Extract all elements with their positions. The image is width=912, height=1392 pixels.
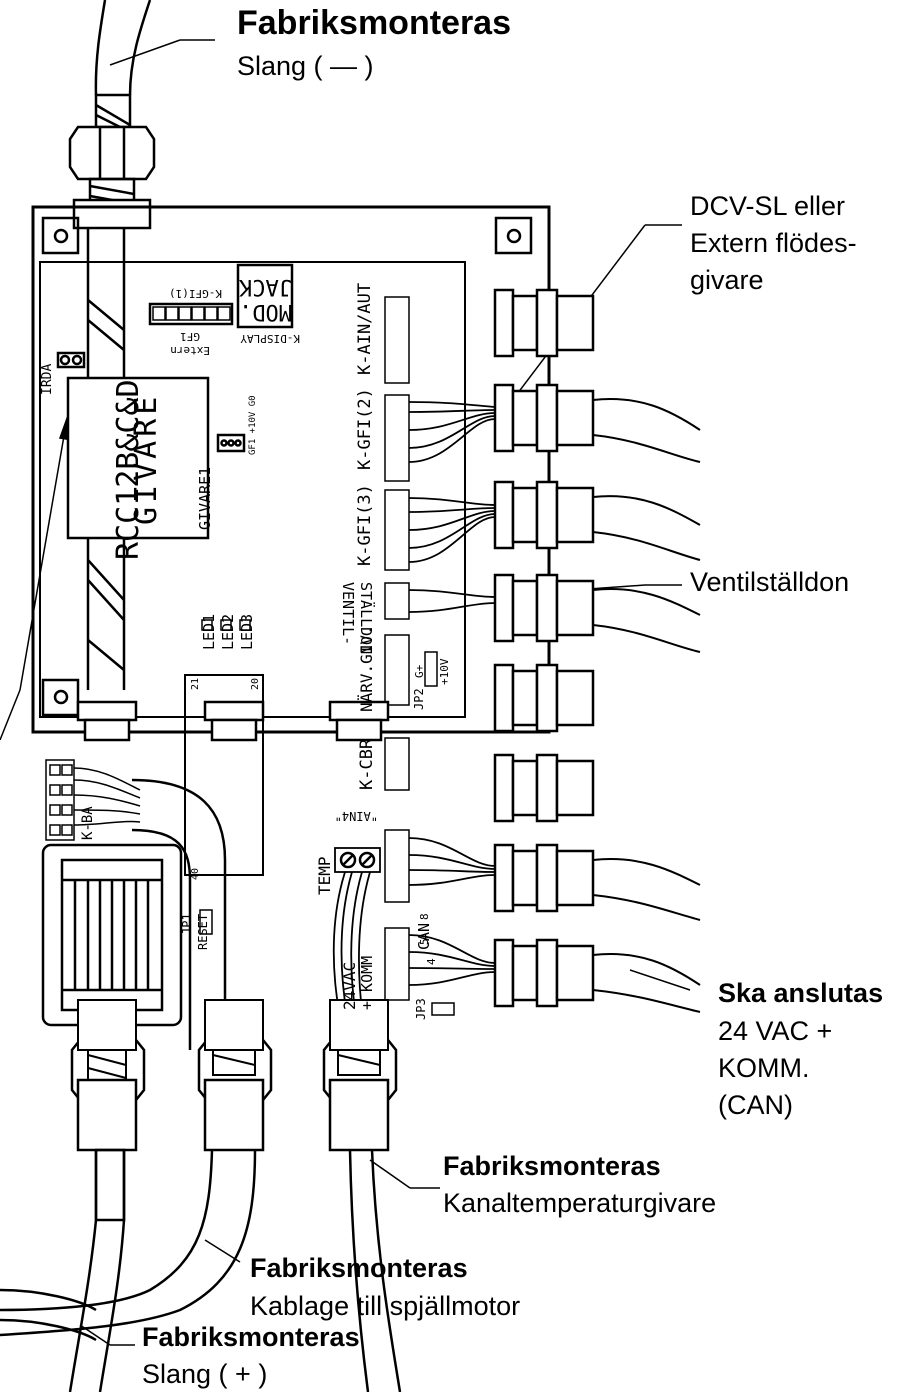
givare-module bbox=[66, 376, 210, 540]
callout-dcv-line3: givare bbox=[690, 265, 764, 295]
irda-port bbox=[56, 351, 86, 369]
ventil-label: VENTIL- bbox=[339, 582, 357, 646]
k-gfi3-label: K-GFI(3) bbox=[355, 484, 375, 566]
callout-slang-plus-sub: Slang ( + ) bbox=[142, 1359, 268, 1389]
reset-label: RESET bbox=[196, 913, 210, 950]
k-cbr-label: K-CBR bbox=[357, 738, 377, 790]
callout-kanal-title: Fabriksmonteras bbox=[443, 1151, 661, 1181]
jp3-label: JP3 bbox=[414, 998, 428, 1020]
callout-dcv-line2: Extern flödes- bbox=[690, 228, 857, 258]
g-plus-label: G+ bbox=[413, 664, 426, 678]
top-hose bbox=[68, 0, 156, 230]
led1-label: LED1 bbox=[200, 613, 218, 650]
k-ba-label: K-BA bbox=[80, 806, 96, 840]
callout-ventil: Ventilställdon bbox=[690, 567, 850, 597]
jp3-jumper bbox=[431, 1002, 455, 1016]
mod-label: MOD. bbox=[239, 299, 292, 324]
pin20-label: 20 bbox=[250, 677, 261, 690]
callout-top-sub: Slang ( — ) bbox=[237, 51, 374, 81]
jack-label: JACK bbox=[239, 274, 292, 299]
k-ba-connector bbox=[45, 759, 75, 841]
wire-bundles bbox=[408, 401, 496, 986]
jp2-jumper bbox=[424, 651, 438, 687]
can4-label: 4 bbox=[425, 958, 438, 965]
givare1-label: GIVARE1 bbox=[196, 466, 214, 530]
can5-label: 5 bbox=[418, 938, 431, 945]
narv-giv-label: NÄRV.GIV. bbox=[357, 625, 376, 712]
givare-label: GIVARE bbox=[129, 392, 164, 525]
connector-column bbox=[384, 296, 410, 1001]
givare1-pins-label: GF1 +10V G0 bbox=[248, 395, 258, 455]
plus10v-label: +10V bbox=[438, 658, 451, 686]
k-gfi1-label: K-GFI(1) bbox=[169, 287, 222, 300]
pin40-label: 40 bbox=[190, 867, 201, 880]
temp-terminal bbox=[334, 847, 381, 873]
temp-label: TEMP bbox=[315, 856, 334, 895]
jp2-label: JP2 bbox=[412, 688, 426, 710]
k-ain-aut-label: K-AIN/AUT bbox=[355, 282, 375, 375]
cables-right bbox=[592, 398, 701, 1013]
callout-kablage-title: Fabriksmonteras bbox=[250, 1253, 468, 1283]
callout-ska-line2: KOMM. bbox=[718, 1053, 810, 1083]
jp1-label: JP1 bbox=[180, 913, 194, 935]
vac24-label: 24VAC bbox=[340, 961, 359, 1010]
bottom-hoses bbox=[0, 1148, 402, 1392]
pin21-label: 21 bbox=[190, 677, 201, 690]
can8-label: 8 bbox=[418, 913, 431, 920]
irda-label: IRDA bbox=[40, 363, 55, 395]
k-display-label: K-DISPLAY bbox=[240, 332, 300, 345]
callout-top-title: Fabriksmonteras bbox=[237, 4, 511, 42]
komm-label: + KOMM bbox=[358, 955, 376, 1010]
givare1-connector bbox=[216, 433, 246, 453]
cable-glands-right bbox=[493, 288, 595, 1008]
callout-ska-title: Ska anslutas bbox=[718, 978, 884, 1008]
callout-ska-line1: 24 VAC + bbox=[718, 1016, 833, 1046]
k-gfi2-label: K-GFI(2) bbox=[355, 388, 375, 470]
mod-jack bbox=[236, 263, 294, 329]
curved-hose bbox=[131, 778, 227, 1050]
callout-slang-plus-title: Fabriksmonteras bbox=[142, 1322, 360, 1352]
gf1-label: GF1 bbox=[180, 330, 200, 343]
ain4-label: "AIN4" bbox=[334, 809, 378, 823]
can-label: CAN bbox=[415, 922, 433, 950]
callout-kanal-sub: Kanaltemperaturgivare bbox=[443, 1188, 717, 1218]
k-gfi1-connector bbox=[148, 302, 234, 326]
callout-kablage-sub: Kablage till spjällmotor bbox=[250, 1291, 521, 1321]
transformer bbox=[41, 843, 183, 1027]
leds bbox=[201, 619, 251, 631]
extern-label: Extern bbox=[170, 344, 210, 357]
led3-label: LED3 bbox=[238, 613, 256, 650]
jp1-reset bbox=[199, 909, 213, 935]
callout-ska-line3: (CAN) bbox=[718, 1090, 793, 1120]
callout-dcv-line1: DCV-SL eller bbox=[690, 191, 846, 221]
led2-label: LED2 bbox=[219, 613, 237, 650]
